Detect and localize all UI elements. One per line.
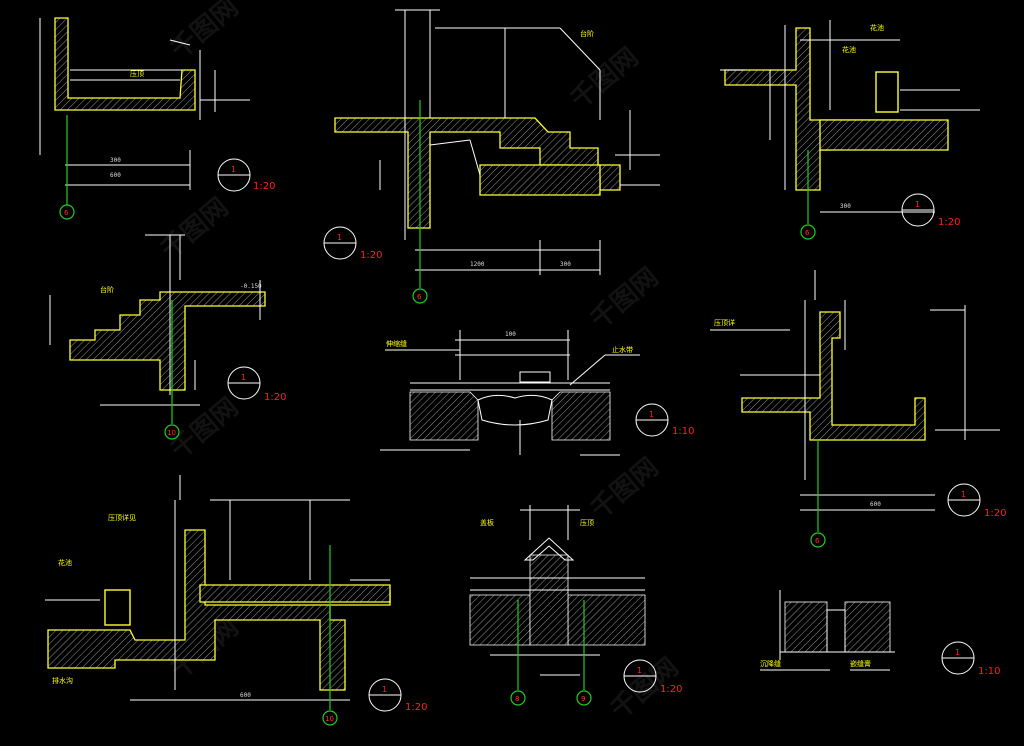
svg-text:600: 600 bbox=[240, 692, 251, 699]
svg-text:-0.150: -0.150 bbox=[240, 283, 262, 290]
axis-bubble bbox=[800, 224, 816, 240]
svg-text:100: 100 bbox=[505, 331, 516, 338]
label-text: 花池 bbox=[842, 45, 856, 54]
wall-section bbox=[54, 17, 196, 111]
axis-bubble bbox=[59, 204, 75, 220]
label-text: 沉降缝 bbox=[760, 659, 781, 668]
section-marker-number: 1 bbox=[241, 373, 246, 382]
label-text: 嵌缝膏 bbox=[850, 659, 871, 668]
watermark-text: 千图网 bbox=[565, 42, 644, 115]
scale-label: 1:20 bbox=[264, 392, 286, 403]
svg-text:300: 300 bbox=[110, 157, 121, 164]
detail-1: 压顶 600 300 6 1 1:20 bbox=[39, 17, 275, 220]
section-marker-number: 1 bbox=[649, 410, 654, 419]
wall-section bbox=[724, 27, 901, 191]
label-text: 压顶详见 bbox=[108, 513, 136, 522]
scale-label: 1:20 bbox=[984, 508, 1006, 519]
label-text: 花池 bbox=[58, 558, 72, 567]
axis-number: 8 bbox=[515, 695, 519, 703]
section-marker-number: 1 bbox=[337, 233, 342, 242]
concrete-right bbox=[844, 601, 891, 653]
detail-4: 台阶 -0.150 10 1 1:20 bbox=[49, 234, 286, 440]
detail-2: 台阶 1200 300 6 1 1:20 bbox=[323, 9, 660, 304]
svg-text:300: 300 bbox=[840, 203, 851, 210]
axis-bubble bbox=[810, 532, 826, 548]
watermark-text: 千图网 bbox=[165, 0, 244, 65]
concrete-right bbox=[567, 594, 646, 646]
axis-number: 6 bbox=[64, 209, 69, 217]
watermark-text: 千图网 bbox=[585, 262, 664, 335]
detail-7: 压顶详见 花池 排水沟 600 10 1 1:20 bbox=[45, 475, 427, 726]
axis-number: 6 bbox=[805, 229, 810, 237]
svg-text:600: 600 bbox=[870, 501, 881, 508]
column-section bbox=[529, 554, 569, 646]
watermark-text: 千图网 bbox=[585, 452, 664, 525]
planter-base bbox=[819, 119, 949, 151]
wall-section bbox=[741, 311, 926, 441]
waterstop bbox=[477, 394, 553, 426]
svg-text:300: 300 bbox=[560, 261, 571, 268]
detail-6: 压顶详 600 6 1 1:20 bbox=[710, 270, 1006, 548]
axis-number: 6 bbox=[417, 293, 422, 301]
axis-number: 10 bbox=[325, 715, 334, 723]
label-text: 盖板 bbox=[480, 518, 494, 527]
axis-bubble bbox=[510, 690, 526, 706]
scale-label: 1:10 bbox=[978, 666, 1000, 677]
label-text: 压顶详 bbox=[714, 318, 735, 327]
section-marker-number: 1 bbox=[955, 648, 960, 657]
scale-label: 1:20 bbox=[660, 684, 682, 695]
section-marker-number: 1 bbox=[382, 685, 387, 694]
concrete-left bbox=[469, 594, 531, 646]
label-text: 止水带 bbox=[612, 345, 633, 354]
planter-box bbox=[875, 71, 899, 113]
axis-number: 9 bbox=[581, 695, 585, 703]
detail-5: 100 伸缩缝 止水带 1 1:10 bbox=[380, 330, 694, 456]
step-section bbox=[69, 291, 266, 391]
watermark-text: 千图网 bbox=[155, 192, 234, 265]
scale-label: 1:10 bbox=[672, 426, 694, 437]
axis-bubble bbox=[412, 288, 428, 304]
label-text: 排水沟 bbox=[52, 676, 73, 685]
concrete-left bbox=[784, 601, 828, 653]
concrete-left bbox=[409, 391, 479, 441]
scale-label: 1:20 bbox=[253, 181, 275, 192]
axis-number: 10 bbox=[167, 429, 176, 437]
joint-gap bbox=[826, 609, 846, 653]
svg-text:1200: 1200 bbox=[470, 261, 485, 268]
slab-section bbox=[199, 584, 391, 603]
svg-text:600: 600 bbox=[110, 172, 121, 179]
label-text: 压顶 bbox=[130, 70, 144, 78]
section-marker-number: 1 bbox=[961, 490, 966, 499]
detail-3: 花池 花池 300 6 1 1:20 bbox=[720, 20, 980, 240]
axis-bubble bbox=[322, 710, 338, 726]
watermark-text: 千图网 bbox=[165, 392, 244, 465]
scale-label: 1:20 bbox=[360, 250, 382, 261]
label-text: 台阶 bbox=[580, 29, 594, 38]
axis-number: 6 bbox=[815, 537, 820, 545]
section-marker-number: 1 bbox=[637, 666, 642, 675]
cap-flashing bbox=[523, 537, 575, 561]
scale-label: 1:20 bbox=[938, 217, 960, 228]
channel-section bbox=[47, 529, 391, 691]
detail-8: 盖板 压顶 8 9 1 1:20 bbox=[469, 505, 682, 706]
detail-9: 沉降缝 嵌缝膏 1 1:10 bbox=[760, 590, 1000, 677]
label-text: 花池 bbox=[870, 23, 884, 32]
section-marker-number: 1 bbox=[231, 165, 236, 174]
label-text: 压顶 bbox=[580, 519, 594, 527]
scale-label: 1:20 bbox=[405, 702, 427, 713]
concrete-right bbox=[551, 391, 611, 441]
stair-slab bbox=[479, 164, 601, 196]
axis-bubble bbox=[164, 424, 180, 440]
label-text: 伸缩缝 bbox=[386, 339, 407, 348]
axis-bubble bbox=[576, 690, 592, 706]
label-text: 台阶 bbox=[100, 285, 114, 294]
planter-box bbox=[104, 589, 131, 626]
section-marker-number: 1 bbox=[915, 200, 920, 209]
